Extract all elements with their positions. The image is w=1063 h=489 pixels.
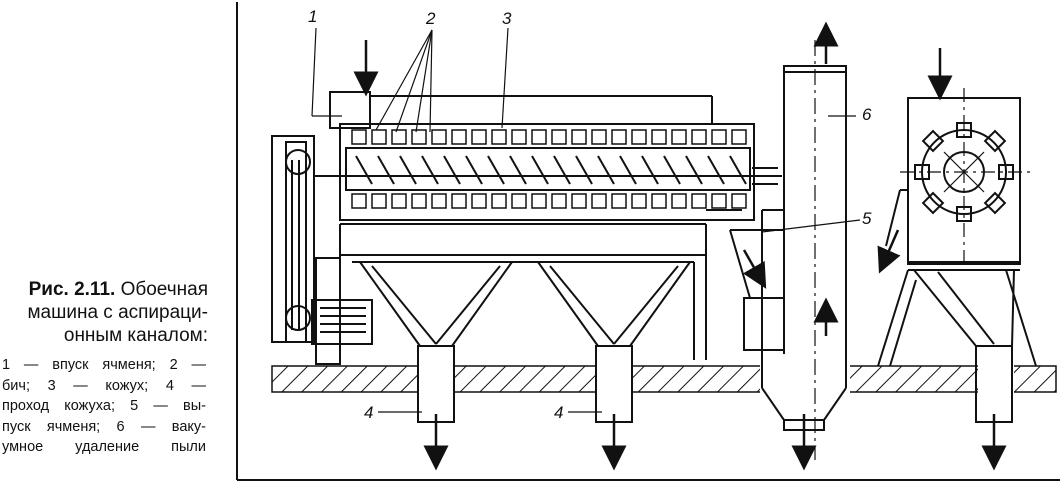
caption-legend: 1 — впуск ячменя; 2 — бич; 3 — кожух; 4 … [0, 355, 212, 458]
label-5: 5 [862, 209, 872, 228]
label-3: 3 [502, 9, 512, 28]
beater-row-bottom [351, 193, 747, 209]
channel-inlet-arrow [742, 249, 767, 289]
legend-line-3: проход кожуха; 5 — вы- [2, 398, 206, 414]
electric-motor [311, 257, 373, 365]
legend-line-2: бич; 3 — кожух; 4 — [2, 377, 206, 394]
legend-line-4: пуск ячменя; 6 — ваку- [2, 418, 206, 435]
label-1: 1 [308, 7, 317, 26]
aspiration-channel [729, 40, 847, 460]
caption-fig-number: Рис. 2.11. [28, 279, 116, 300]
hopper-middle [530, 261, 694, 423]
flow-arrows [353, 21, 1007, 471]
label-4-middle: 4 [554, 403, 563, 422]
belt-drive [271, 135, 315, 343]
figure-caption: Рис. 2.11. Обоечная машина с аспираци- о… [0, 278, 212, 458]
caption-title-line-1: Обоечная [120, 279, 208, 300]
label-4-left: 4 [364, 403, 373, 422]
legend-line-1: 1 — впуск ячменя; 2 — [2, 357, 206, 373]
caption-title-line-2: машина с аспираци- [27, 302, 208, 323]
caption-title: Рис. 2.11. Обоечная машина с аспираци- о… [0, 278, 212, 347]
figure-frame [236, 2, 1060, 481]
support-legs [339, 255, 695, 364]
label-2: 2 [425, 9, 436, 28]
caption-title-line-3: онным каналом: [63, 325, 208, 346]
legend-line-5: умное удаление пыли [2, 439, 206, 455]
rotor-unit [877, 88, 1037, 423]
label-6: 6 [862, 105, 872, 124]
casing [314, 91, 782, 360]
hopper-left [352, 261, 516, 423]
leader-lines [311, 27, 861, 413]
beater-blades [355, 155, 747, 185]
beater-row-top [351, 129, 747, 145]
rotor-outlet-arrow [877, 229, 901, 274]
floor [271, 364, 1057, 394]
